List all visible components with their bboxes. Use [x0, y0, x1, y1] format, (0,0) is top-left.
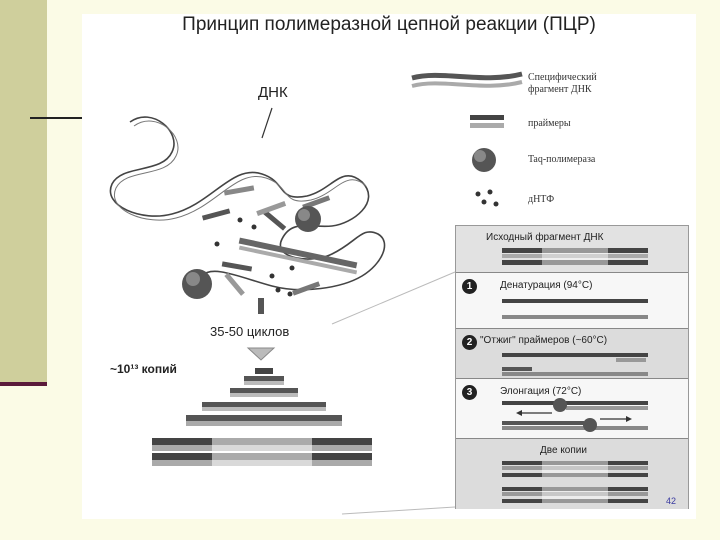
copies-pyramid: [152, 368, 372, 466]
dntp-mark: [237, 217, 243, 223]
step-annealing: 2 "Отжиг" праймеров (~60°C): [456, 328, 688, 379]
legend-item-primers: праймеры: [528, 118, 571, 129]
slide-content: Принцип полимеразной цепной реакции (ПЦР…: [82, 14, 696, 519]
cycles-arrow-shaft: [258, 298, 264, 314]
pcr-steps-panel: Исходный фрагмент ДНК 1 Денатурация (94°…: [455, 225, 689, 509]
step-label: Элонгация (72°C): [500, 386, 582, 397]
step-label: Денатурация (94°C): [500, 280, 593, 291]
accent-line: [30, 117, 82, 119]
dna-fragment-icon: [411, 71, 523, 88]
step-two-copies: Две копии: [456, 438, 688, 509]
dna-fragment-strand: [238, 245, 358, 275]
legend-label: фрагмент ДНК: [528, 84, 592, 95]
step-result-label: Две копии: [540, 445, 587, 456]
taq-polymerase-icon: [472, 148, 496, 172]
dna-pointer-line: [261, 107, 273, 139]
cycles-arrow-head: [246, 347, 276, 361]
dna-strand: [109, 116, 386, 291]
step-header-label: Исходный фрагмент ДНК: [486, 232, 604, 243]
step-initial: Исходный фрагмент ДНК: [456, 226, 688, 272]
primer-mark: [224, 272, 245, 296]
dntp-icon: [475, 189, 499, 207]
primer-mark: [292, 281, 321, 296]
dna-fragment-strand: [238, 237, 358, 269]
sidebar-divider: [0, 382, 47, 386]
denaturation-graphic: [502, 299, 648, 319]
pcr-illustration: [109, 71, 523, 515]
primers-icon: [470, 115, 504, 128]
two-copies-graphic: [502, 461, 648, 503]
dna-label: ДНК: [258, 84, 288, 101]
primer-mark: [263, 210, 287, 231]
step-number-badge: 2: [462, 335, 477, 350]
step-label: "Отжиг" праймеров (~60°C): [480, 335, 608, 346]
dntp-mark: [269, 273, 275, 279]
dntp-mark: [287, 291, 293, 297]
sidebar-panel: [0, 0, 47, 385]
initial-fragment-graphic: [502, 248, 648, 265]
step-number-badge: 1: [462, 279, 477, 294]
slide-title: Принцип полимеразной цепной реакции (ПЦР…: [182, 14, 596, 35]
cycles-label: 35-50 циклов: [210, 324, 290, 339]
annealing-graphic: [502, 353, 648, 376]
dntp-mark: [214, 241, 220, 247]
step-denaturation: 1 Денатурация (94°C): [456, 272, 688, 329]
step-elongation: 3 Элонгация (72°C): [456, 378, 688, 439]
dntp-mark: [251, 224, 257, 230]
legend-item-dna-fragment: Специфический фрагмент ДНК: [528, 72, 597, 96]
step-number-badge: 3: [462, 385, 477, 400]
primer-mark: [256, 200, 287, 216]
primer-mark: [201, 208, 231, 221]
elongation-graphic: [502, 398, 648, 432]
legend-label: Специфический: [528, 72, 597, 83]
dntp-mark: [289, 265, 295, 271]
copies-label: ~10¹³ копий: [110, 362, 177, 376]
primer-mark: [221, 261, 253, 272]
page-number: 42: [666, 496, 677, 506]
legend-item-dntp: дНТФ: [528, 194, 555, 205]
primer-mark: [302, 195, 331, 210]
primer-mark: [223, 185, 255, 196]
dntp-mark: [275, 287, 281, 293]
legend-item-taq: Taq-полимераза: [528, 154, 596, 165]
